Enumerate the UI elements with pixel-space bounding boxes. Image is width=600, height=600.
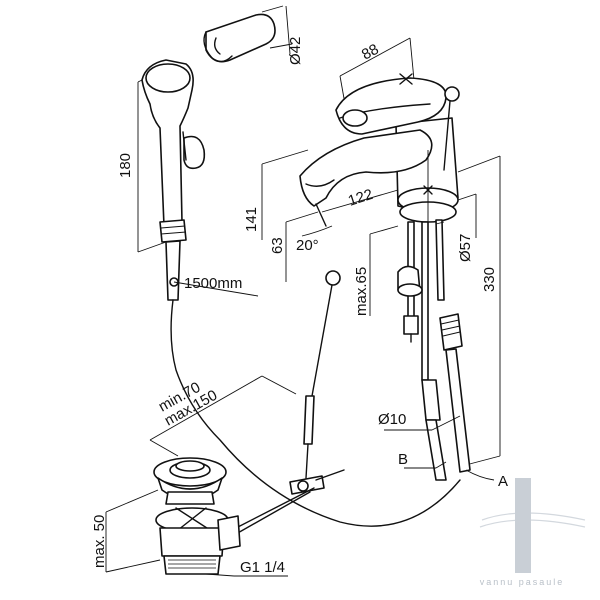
callout-b: B [398,451,408,468]
dim-lever-length: 88 [359,41,382,64]
dim-spout-angle: 20° [296,237,319,254]
dim-max-basin-thickness: max. 50 [91,515,108,568]
dim-thread-size: G1 1/4 [240,559,285,576]
hand-shower: 180 [117,59,206,301]
dim-max-deck-thickness: max.65 [353,267,370,316]
shower-hose: 1500mm [169,275,461,527]
dim-clip-diameter: Ø42 [287,37,304,65]
dim-spout-height: 63 [269,237,286,254]
drain-waste: max. 50 G1 1/4 [91,457,288,577]
dim-body-diameter: Ø57 [457,234,474,262]
under-deck-assembly: Ø10 B A [378,219,508,490]
watermark-logo: vannu pasaule [480,478,586,587]
dim-hose-length: 1500mm [184,275,242,292]
dim-total-height: 330 [481,267,498,292]
dim-hose-diameter: Ø10 [378,411,406,428]
dim-shower-length: 180 [117,153,134,178]
mixer-body: 88 [299,37,460,230]
dim-spout-reach: 122 [346,186,375,210]
watermark-text: vannu pasaule [480,577,565,587]
dim-mixer-height: 141 [243,207,260,232]
callout-a: A [498,473,508,490]
shower-holder-clip: Ø42 [203,5,304,65]
mixer-dimensions: 141 63 122 20° 330 Ø57 max.65 [243,149,501,467]
